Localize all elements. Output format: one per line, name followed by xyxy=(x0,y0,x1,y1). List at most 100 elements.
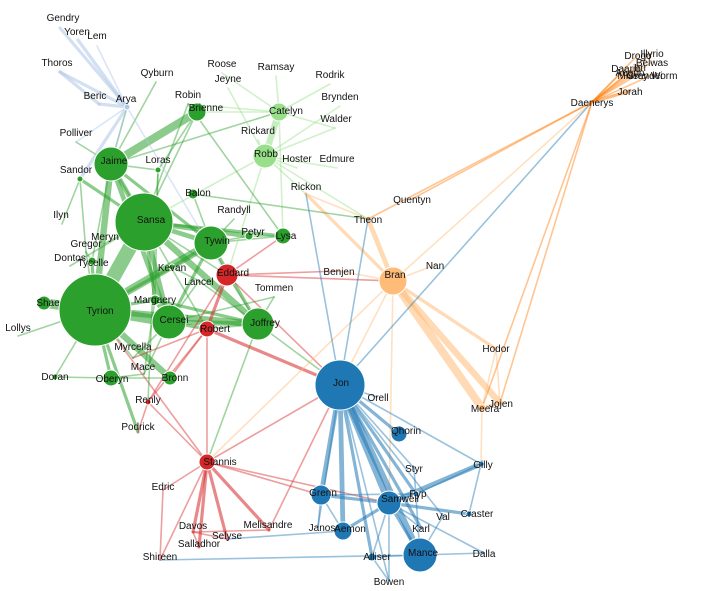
node-label-craster: Craster xyxy=(461,509,494,520)
node-jon[interactable] xyxy=(314,359,366,411)
node-bronn[interactable] xyxy=(162,370,178,386)
node-brienne[interactable] xyxy=(187,102,207,122)
node-label-janos: Janos xyxy=(309,523,336,534)
node-label-polliver: Polliver xyxy=(60,128,93,139)
node-mance[interactable] xyxy=(402,537,438,573)
node-robb[interactable] xyxy=(252,143,278,169)
edge-margaery-mace xyxy=(143,299,156,375)
edge-davos-melisandre xyxy=(192,529,270,533)
edge-catelyn-lysa xyxy=(278,111,284,237)
node-label-jon: Jon xyxy=(333,378,349,389)
edge-samwell-dalla xyxy=(388,502,485,554)
edge-mance-shireen xyxy=(159,554,421,561)
node-label-nan: Nan xyxy=(426,261,444,272)
edge-sandor-ilyn xyxy=(61,178,81,225)
node-arya[interactable] xyxy=(123,103,131,111)
node-shae[interactable] xyxy=(36,295,52,311)
node-label-bronn: Bronn xyxy=(162,373,189,384)
node-craster[interactable] xyxy=(465,510,473,518)
node-tycelle[interactable] xyxy=(87,256,97,266)
edge-theon-rickon xyxy=(305,193,369,220)
edge-daenerys-theon xyxy=(367,101,593,220)
node-alliser[interactable] xyxy=(367,552,377,562)
node-sandor[interactable] xyxy=(76,175,84,183)
edge-daenerys-illyrio xyxy=(591,52,653,103)
node-samwell[interactable] xyxy=(376,490,402,516)
edge-bran-samwell xyxy=(388,280,394,504)
edge-robert-myrcella xyxy=(132,328,208,359)
node-label-tommen: Tommen xyxy=(255,283,293,294)
node-label-val: Val xyxy=(436,512,450,523)
node-pyp[interactable] xyxy=(412,490,420,498)
edge-daenerys-aegon xyxy=(591,71,631,103)
node-tyrion[interactable] xyxy=(58,273,132,347)
node-label-kevan: Kevan xyxy=(158,263,186,274)
edge-robb-eddard xyxy=(226,155,266,276)
node-jaime[interactable] xyxy=(93,146,129,182)
node-label-gendry: Gendry xyxy=(47,13,80,24)
node-label-rickard: Rickard xyxy=(241,126,275,137)
edge-joffrey-margaery xyxy=(153,298,260,326)
node-joffrey[interactable] xyxy=(241,307,275,341)
node-cersei[interactable] xyxy=(151,304,187,340)
edge-eddard-jon xyxy=(226,274,341,386)
edge-catelyn-walder xyxy=(278,111,336,129)
edge-arya-yoren xyxy=(76,38,129,109)
node-bran[interactable] xyxy=(378,266,408,296)
edge-bran-rickon xyxy=(304,192,395,283)
edge-arya-thoros xyxy=(58,70,129,109)
node-loras[interactable] xyxy=(154,166,162,174)
node-petyr[interactable] xyxy=(244,231,254,241)
node-label-joffrey: Joffrey xyxy=(250,318,280,329)
node-qhorin[interactable] xyxy=(390,425,408,443)
edge-catelyn-roose xyxy=(221,72,280,113)
node-label-petyr: Petyr xyxy=(241,227,265,238)
node-doran[interactable] xyxy=(51,373,59,381)
edge-bran-hodor xyxy=(391,279,498,351)
node-margaery[interactable] xyxy=(149,294,161,306)
edge-jon-daenerys xyxy=(339,101,593,386)
node-label-ilyn: Ilyn xyxy=(53,210,69,221)
node-label-hoster: Hoster xyxy=(282,154,312,165)
edge-robb-theon xyxy=(264,155,369,220)
node-stannis[interactable] xyxy=(198,453,216,471)
node-eddard[interactable] xyxy=(215,263,239,287)
node-tywin[interactable] xyxy=(193,225,229,261)
node-label-robb: Robb xyxy=(254,149,278,160)
node-label-stannis: Stannis xyxy=(203,457,236,468)
node-robert[interactable] xyxy=(198,320,216,338)
node-label-lancel: Lancel xyxy=(184,277,213,288)
edge-jon-theon xyxy=(339,218,369,386)
node-grenn[interactable] xyxy=(310,484,332,506)
node-lysa[interactable] xyxy=(274,227,292,245)
node-label-jaime: Jaime xyxy=(101,156,128,167)
node-label-quentyn: Quentyn xyxy=(393,195,431,206)
node-gilly[interactable] xyxy=(477,460,485,468)
node-catelyn[interactable] xyxy=(269,102,289,122)
node-layer xyxy=(36,102,487,573)
node-aemon[interactable] xyxy=(333,521,353,541)
node-oberyn[interactable] xyxy=(102,369,120,387)
node-sansa[interactable] xyxy=(114,192,174,252)
node-label-theon: Theon xyxy=(354,215,382,226)
node-label-benjen: Benjen xyxy=(323,267,354,278)
edge-jon-mance xyxy=(336,381,424,559)
node-label-loras: Loras xyxy=(145,155,170,166)
node-renly[interactable] xyxy=(144,398,152,406)
node-label-robin: Robin xyxy=(175,90,201,101)
node-label-aemon: Aemon xyxy=(334,524,366,535)
node-label-margaery: Margaery xyxy=(134,295,176,306)
edge-cersei-tommen xyxy=(168,296,275,323)
node-label-daenerys: Daenerys xyxy=(571,98,614,109)
edge-sandor-gregor xyxy=(79,178,87,253)
node-balon[interactable] xyxy=(187,188,199,200)
node-label-illyrio: Illyrio xyxy=(640,49,664,60)
node-label-qyburn: Qyburn xyxy=(141,68,174,79)
edge-stannis-grenn xyxy=(206,461,322,496)
node-meera[interactable] xyxy=(477,403,487,413)
node-label-balon: Balon xyxy=(185,188,211,199)
edge-edric-shireen xyxy=(159,489,164,561)
node-label-arya: Arya xyxy=(116,94,137,105)
node-kevan[interactable] xyxy=(168,263,176,271)
